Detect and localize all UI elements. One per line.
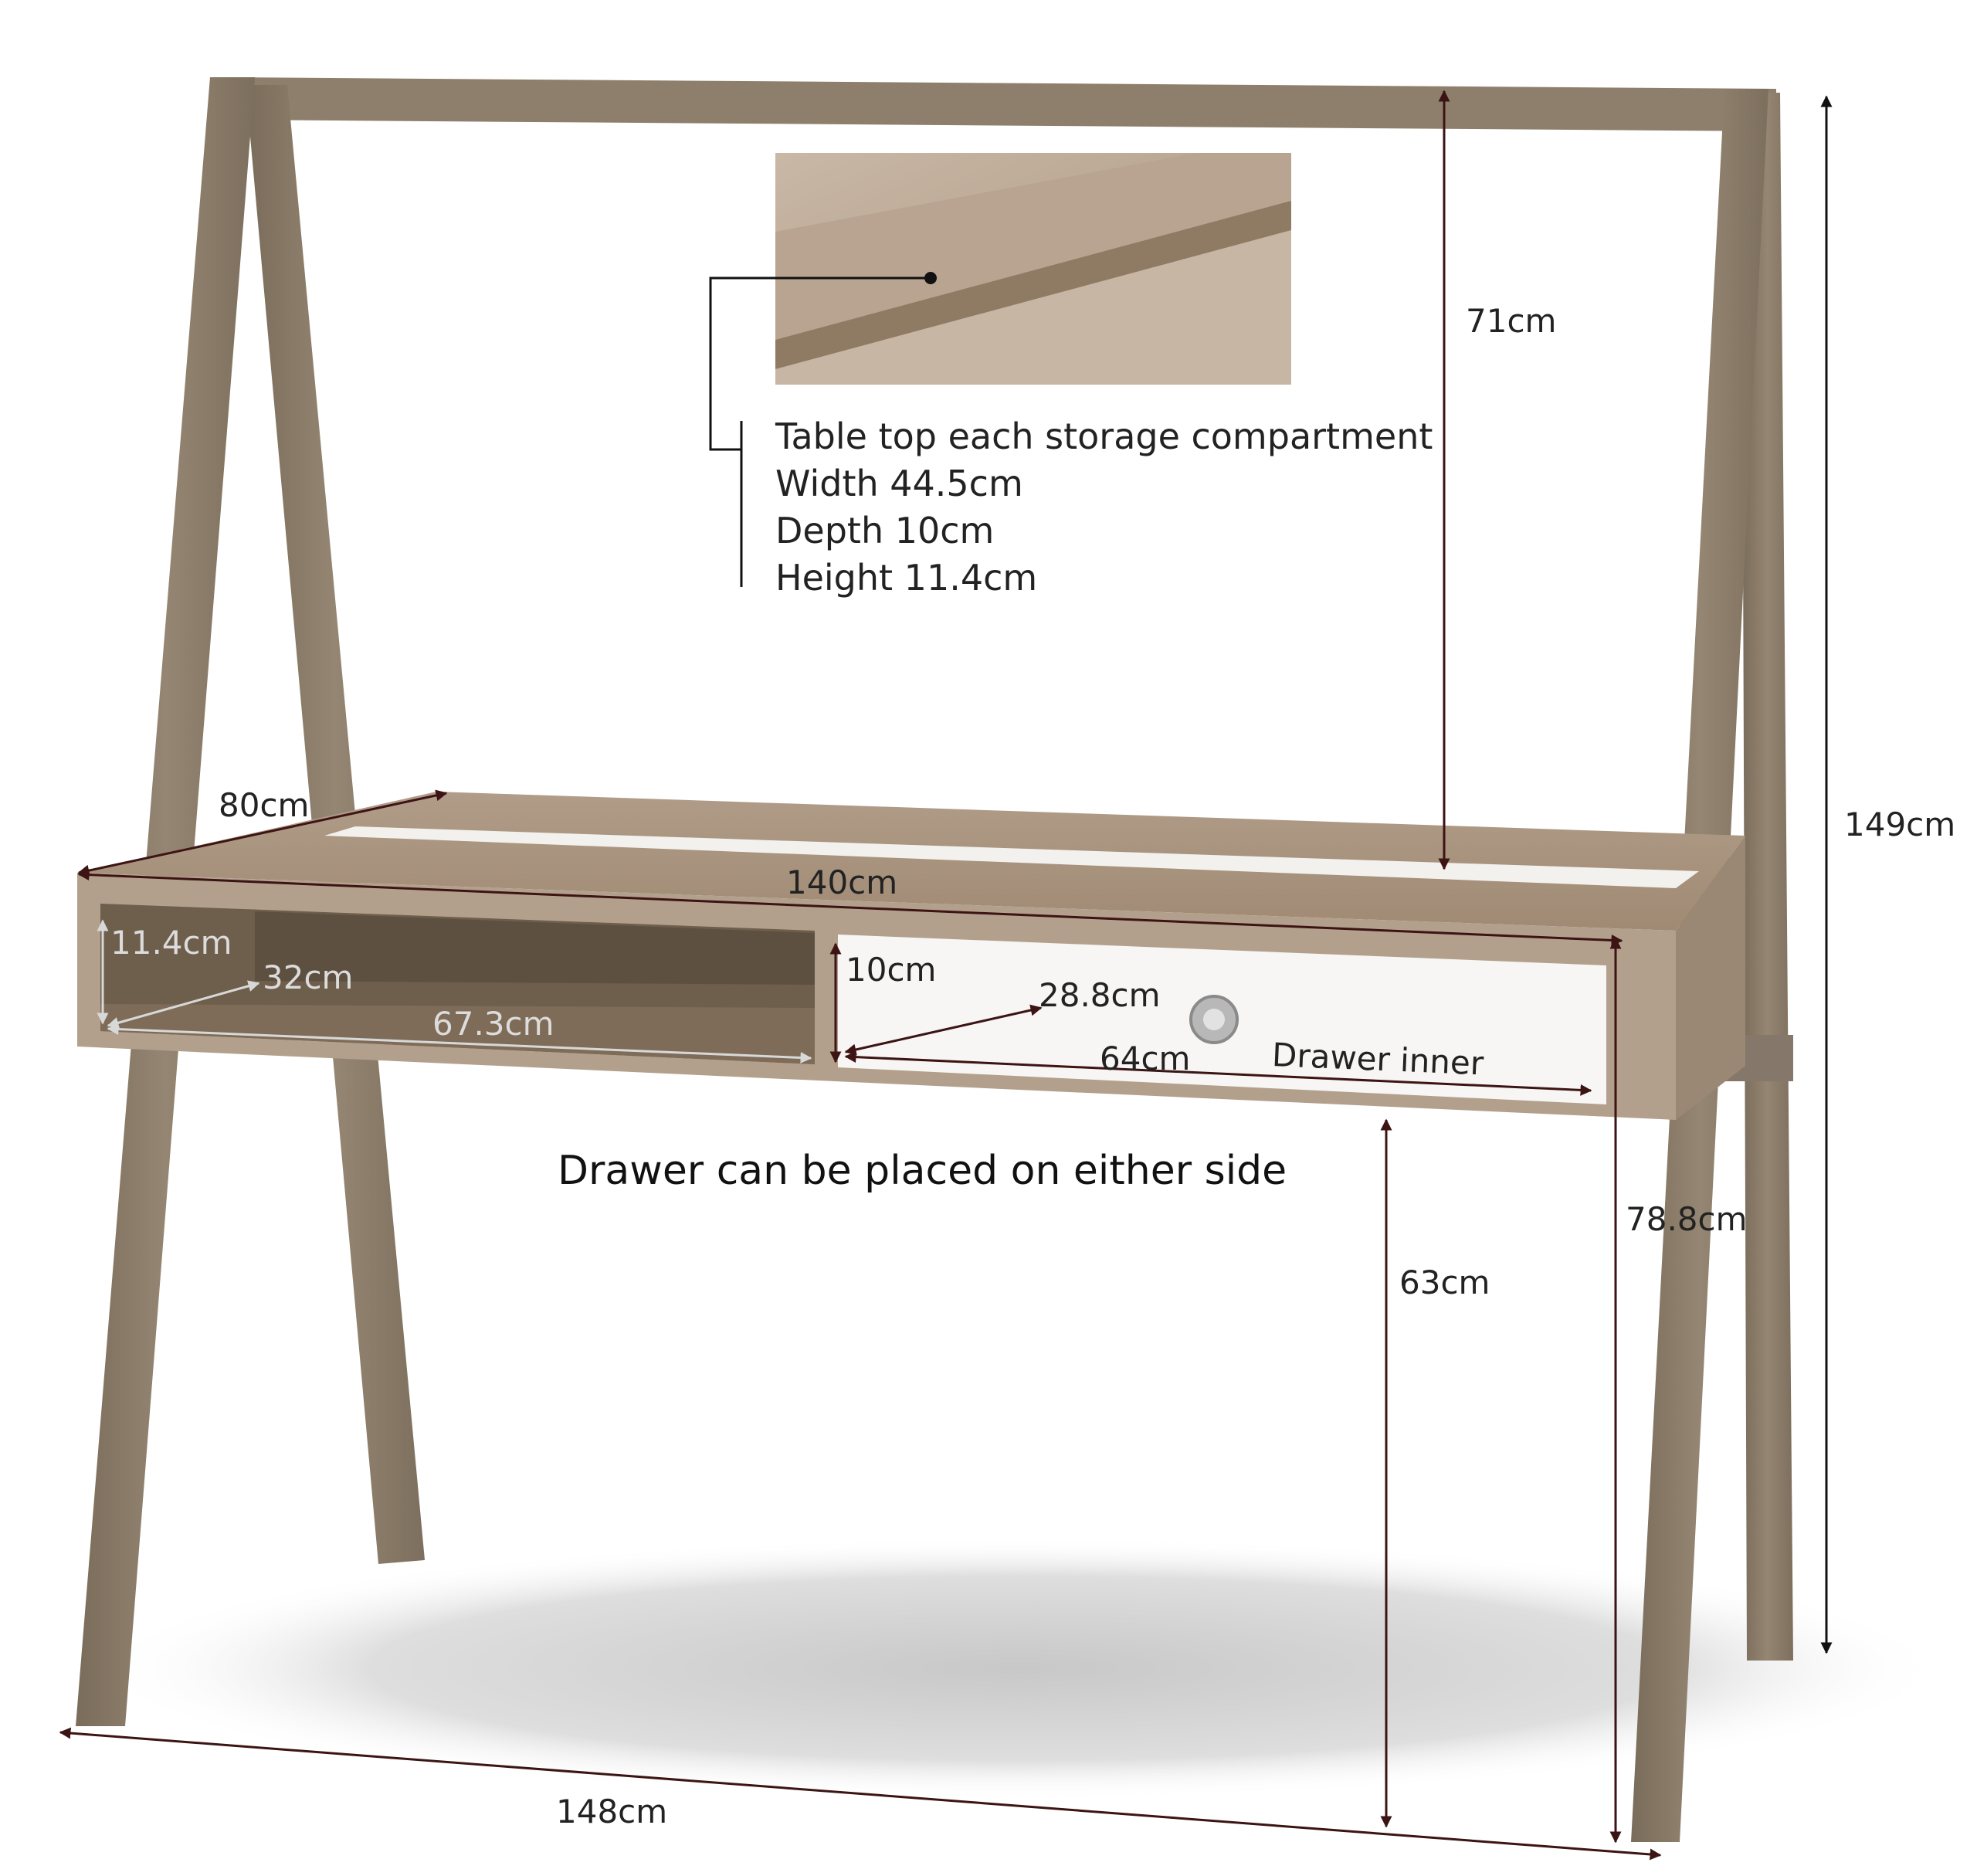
callout-line — [709, 276, 931, 451]
label-148cm: 148cm — [556, 1793, 668, 1830]
label-63cm: 63cm — [1399, 1264, 1490, 1301]
label-32cm: 32cm — [263, 958, 354, 996]
note-title: Table top each storage compartment — [775, 416, 1433, 457]
note-width: Width 44.5cm — [775, 463, 1023, 504]
label-149cm: 149cm — [1844, 806, 1956, 843]
label-11-4cm: 11.4cm — [110, 924, 232, 962]
back-right-leg — [1741, 93, 1793, 1661]
compartment-note: Table top each storage compartment Width… — [775, 413, 1433, 602]
label-71cm: 71cm — [1466, 302, 1557, 340]
drawer-caption: Drawer can be placed on either side — [558, 1148, 1287, 1194]
desk-right-side — [1676, 836, 1745, 1120]
label-28-8cm: 28.8cm — [1039, 976, 1161, 1014]
arrow-32cm — [107, 980, 260, 1029]
arrow-67-3cm — [107, 1023, 812, 1064]
note-depth: Depth 10cm — [775, 510, 995, 551]
label-80cm: 80cm — [219, 786, 310, 824]
label-140cm: 140cm — [786, 863, 898, 901]
arrow-140cm — [77, 869, 1623, 946]
top-crossbar — [224, 77, 1776, 131]
label-67-3cm: 67.3cm — [432, 1005, 554, 1043]
arrow-28-8cm — [844, 1004, 1043, 1056]
arrow-80cm — [77, 789, 448, 877]
drawer-inner-label: Drawer inner — [1271, 1036, 1485, 1083]
label-64cm: 64cm — [1100, 1040, 1191, 1077]
label-78-8cm: 78.8cm — [1626, 1200, 1748, 1238]
arrow-64cm — [844, 1051, 1592, 1096]
note-height: Height 11.4cm — [775, 557, 1038, 599]
label-10cm: 10cm — [846, 951, 937, 989]
arrow-148cm — [59, 1727, 1662, 1861]
